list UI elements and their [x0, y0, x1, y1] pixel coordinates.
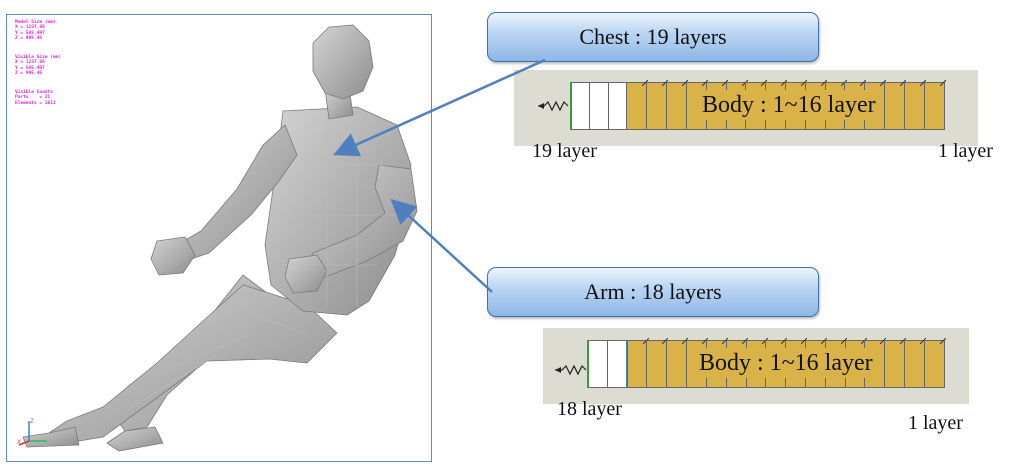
- layer-tick-icon: [800, 80, 807, 86]
- layer-tick-icon: [702, 338, 709, 344]
- fist-right: [284, 254, 328, 294]
- body-layer-cell: [666, 80, 689, 130]
- axis-z-label: Z: [30, 419, 34, 425]
- arm-left-caption: 18 layer: [557, 398, 622, 420]
- layer-tick-icon: [919, 80, 926, 86]
- layer-tick-icon: [820, 338, 827, 344]
- outer-layer-cell: [587, 340, 608, 388]
- outer-layer-cell: [588, 82, 609, 130]
- body-layer-cell: [923, 338, 946, 388]
- outer-layer-cell: [570, 82, 590, 130]
- chest-layer-panel: Body : 1~16 layer: [514, 70, 978, 146]
- hud-model-size: Model Size (mm) X = 1237.86 Y = 585.497 …: [15, 20, 56, 42]
- layer-tick-icon: [741, 80, 748, 86]
- hud-visible-size: Visible Size (mm) X = 1237.86 Y = 585.49…: [15, 55, 62, 77]
- layer-tick-icon: [662, 80, 669, 86]
- layer-tick-icon: [761, 338, 768, 344]
- layer-tick-icon: [682, 338, 689, 344]
- layer-tick-icon: [880, 80, 887, 86]
- body-layer-cell: [626, 80, 649, 130]
- outer-layer-cell: [606, 340, 628, 388]
- layer-tick-icon: [820, 80, 827, 86]
- layer-tick-icon: [761, 80, 768, 86]
- body-layer-cell: [903, 80, 926, 130]
- arm-body-label: Body : 1~16 layer: [695, 348, 877, 378]
- layer-tick-icon: [860, 80, 867, 86]
- axis-x-label: X: [17, 440, 21, 446]
- layer-tick-icon: [939, 338, 946, 344]
- layer-tick-icon: [801, 338, 808, 344]
- layer-tick-icon: [900, 338, 907, 344]
- body-layer-cell: [904, 338, 926, 388]
- head: [312, 24, 374, 100]
- layer-tick-icon: [642, 80, 649, 86]
- model-viewport[interactable]: Model Size (mm) X = 1237.86 Y = 585.497 …: [6, 14, 432, 462]
- layer-tick-icon: [860, 338, 867, 344]
- layer-tick-icon: [781, 338, 788, 344]
- layer-tick-icon: [701, 80, 708, 86]
- axis-triad: Z X: [17, 419, 47, 446]
- foot-back: [106, 426, 164, 452]
- body-layer-cell: [646, 338, 669, 388]
- body-layer-cell: [626, 338, 649, 388]
- layer-tick-icon: [781, 80, 788, 86]
- foot-front: [22, 426, 80, 448]
- body-layer-cell: [884, 80, 906, 130]
- body-layer-cell: [666, 338, 689, 388]
- hud-visible-counts: Visible Counts Parts = 21 Elements = 161…: [15, 90, 56, 106]
- arm-right-caption: 1 layer: [908, 412, 963, 434]
- chest-right-caption: 1 layer: [938, 140, 993, 162]
- chest-body-label: Body : 1~16 layer: [698, 90, 880, 120]
- body-layer-cell: [646, 80, 669, 130]
- arm-layer-panel: Body : 1~16 layer: [543, 328, 969, 404]
- layer-tick-icon: [682, 80, 689, 86]
- layer-tick-icon: [939, 80, 946, 86]
- body-layer-cell: [923, 80, 946, 130]
- arm-callout: Arm : 18 layers: [487, 267, 819, 317]
- layer-tick-icon: [840, 80, 847, 86]
- layer-tick-icon: [920, 338, 926, 344]
- layer-tick-icon: [662, 338, 669, 344]
- layer-tick-icon: [900, 80, 906, 86]
- fist-left: [150, 236, 196, 276]
- arm-callout-text: Arm : 18 layers: [584, 279, 722, 304]
- human-body-mesh[interactable]: [7, 15, 433, 463]
- outer-layer-cell: [607, 82, 628, 130]
- leg-front: [48, 284, 338, 444]
- layer-tick-icon: [721, 338, 728, 344]
- layer-tick-icon: [880, 338, 887, 344]
- layer-tick-icon: [741, 338, 748, 344]
- body-layer-cell: [884, 338, 907, 388]
- layer-tick-icon: [840, 338, 847, 344]
- chest-left-caption: 19 layer: [532, 140, 597, 162]
- layer-tick-icon: [721, 80, 728, 86]
- chest-callout: Chest : 19 layers: [487, 12, 819, 62]
- layer-tick-icon: [642, 338, 649, 344]
- chest-callout-text: Chest : 19 layers: [579, 24, 727, 49]
